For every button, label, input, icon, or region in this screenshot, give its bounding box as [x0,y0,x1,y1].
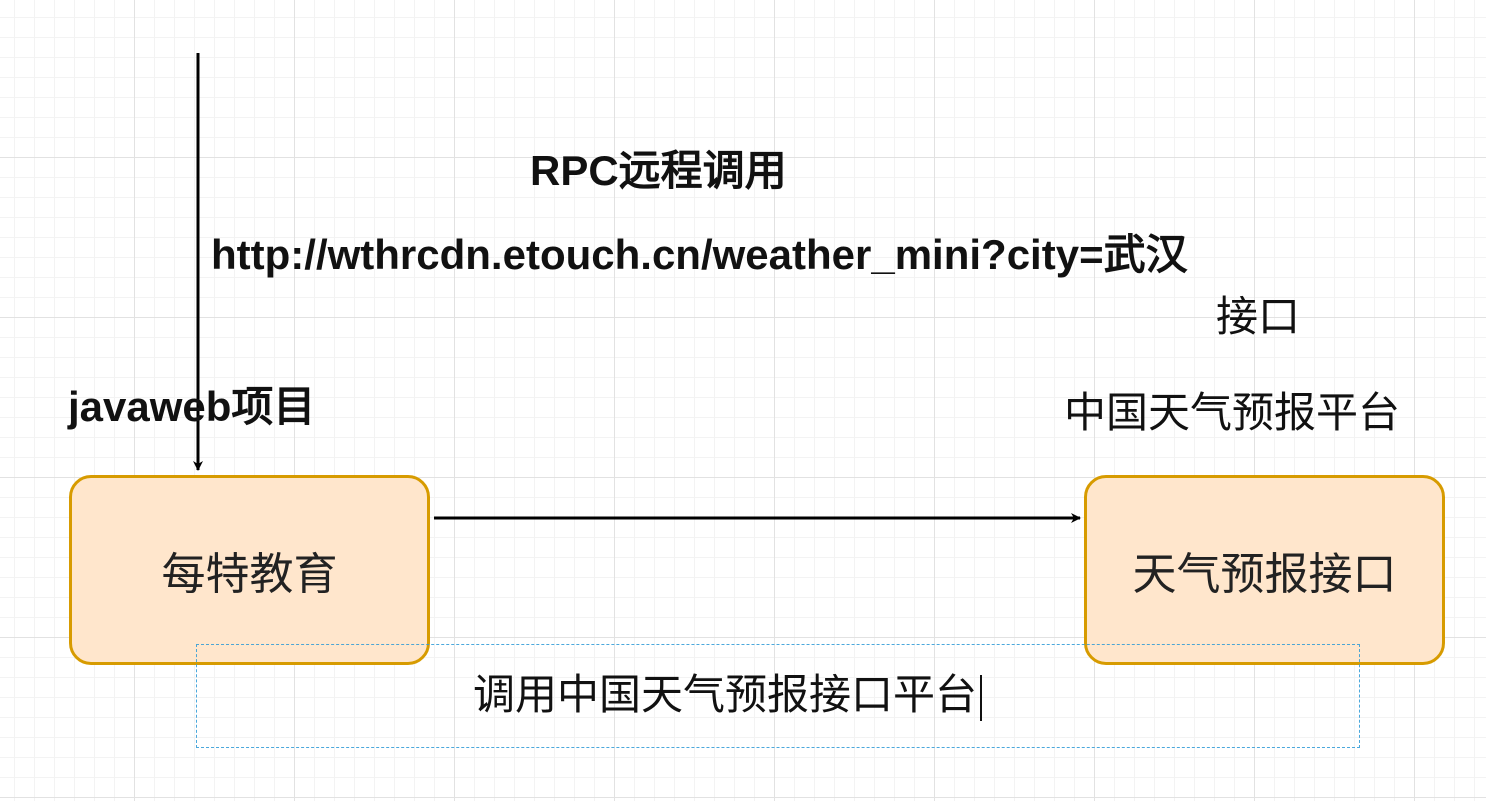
edge-label-text: 调用中国天气预报接口平台 [473,671,978,718]
rpc-title-label[interactable]: RPC远程调用 [530,147,787,194]
source-node[interactable]: 每特教育 [69,475,430,665]
edge-label-editor[interactable]: 调用中国天气预报接口平台 [473,671,983,721]
api-label[interactable]: 接口 [1216,293,1301,340]
edge-label-edit-box[interactable] [196,644,1360,748]
target-node-label: 天气预报接口 [1132,550,1397,599]
javaweb-project-label[interactable]: javaweb项目 [68,383,316,430]
platform-name-label[interactable]: 中国天气预报平台 [1064,389,1401,436]
text-cursor [980,674,983,721]
target-node[interactable]: 天气预报接口 [1084,475,1445,665]
api-url-label[interactable]: http://wthrcdn.etouch.cn/weather_mini?ci… [211,231,1188,278]
source-node-label: 每特教育 [161,550,338,599]
